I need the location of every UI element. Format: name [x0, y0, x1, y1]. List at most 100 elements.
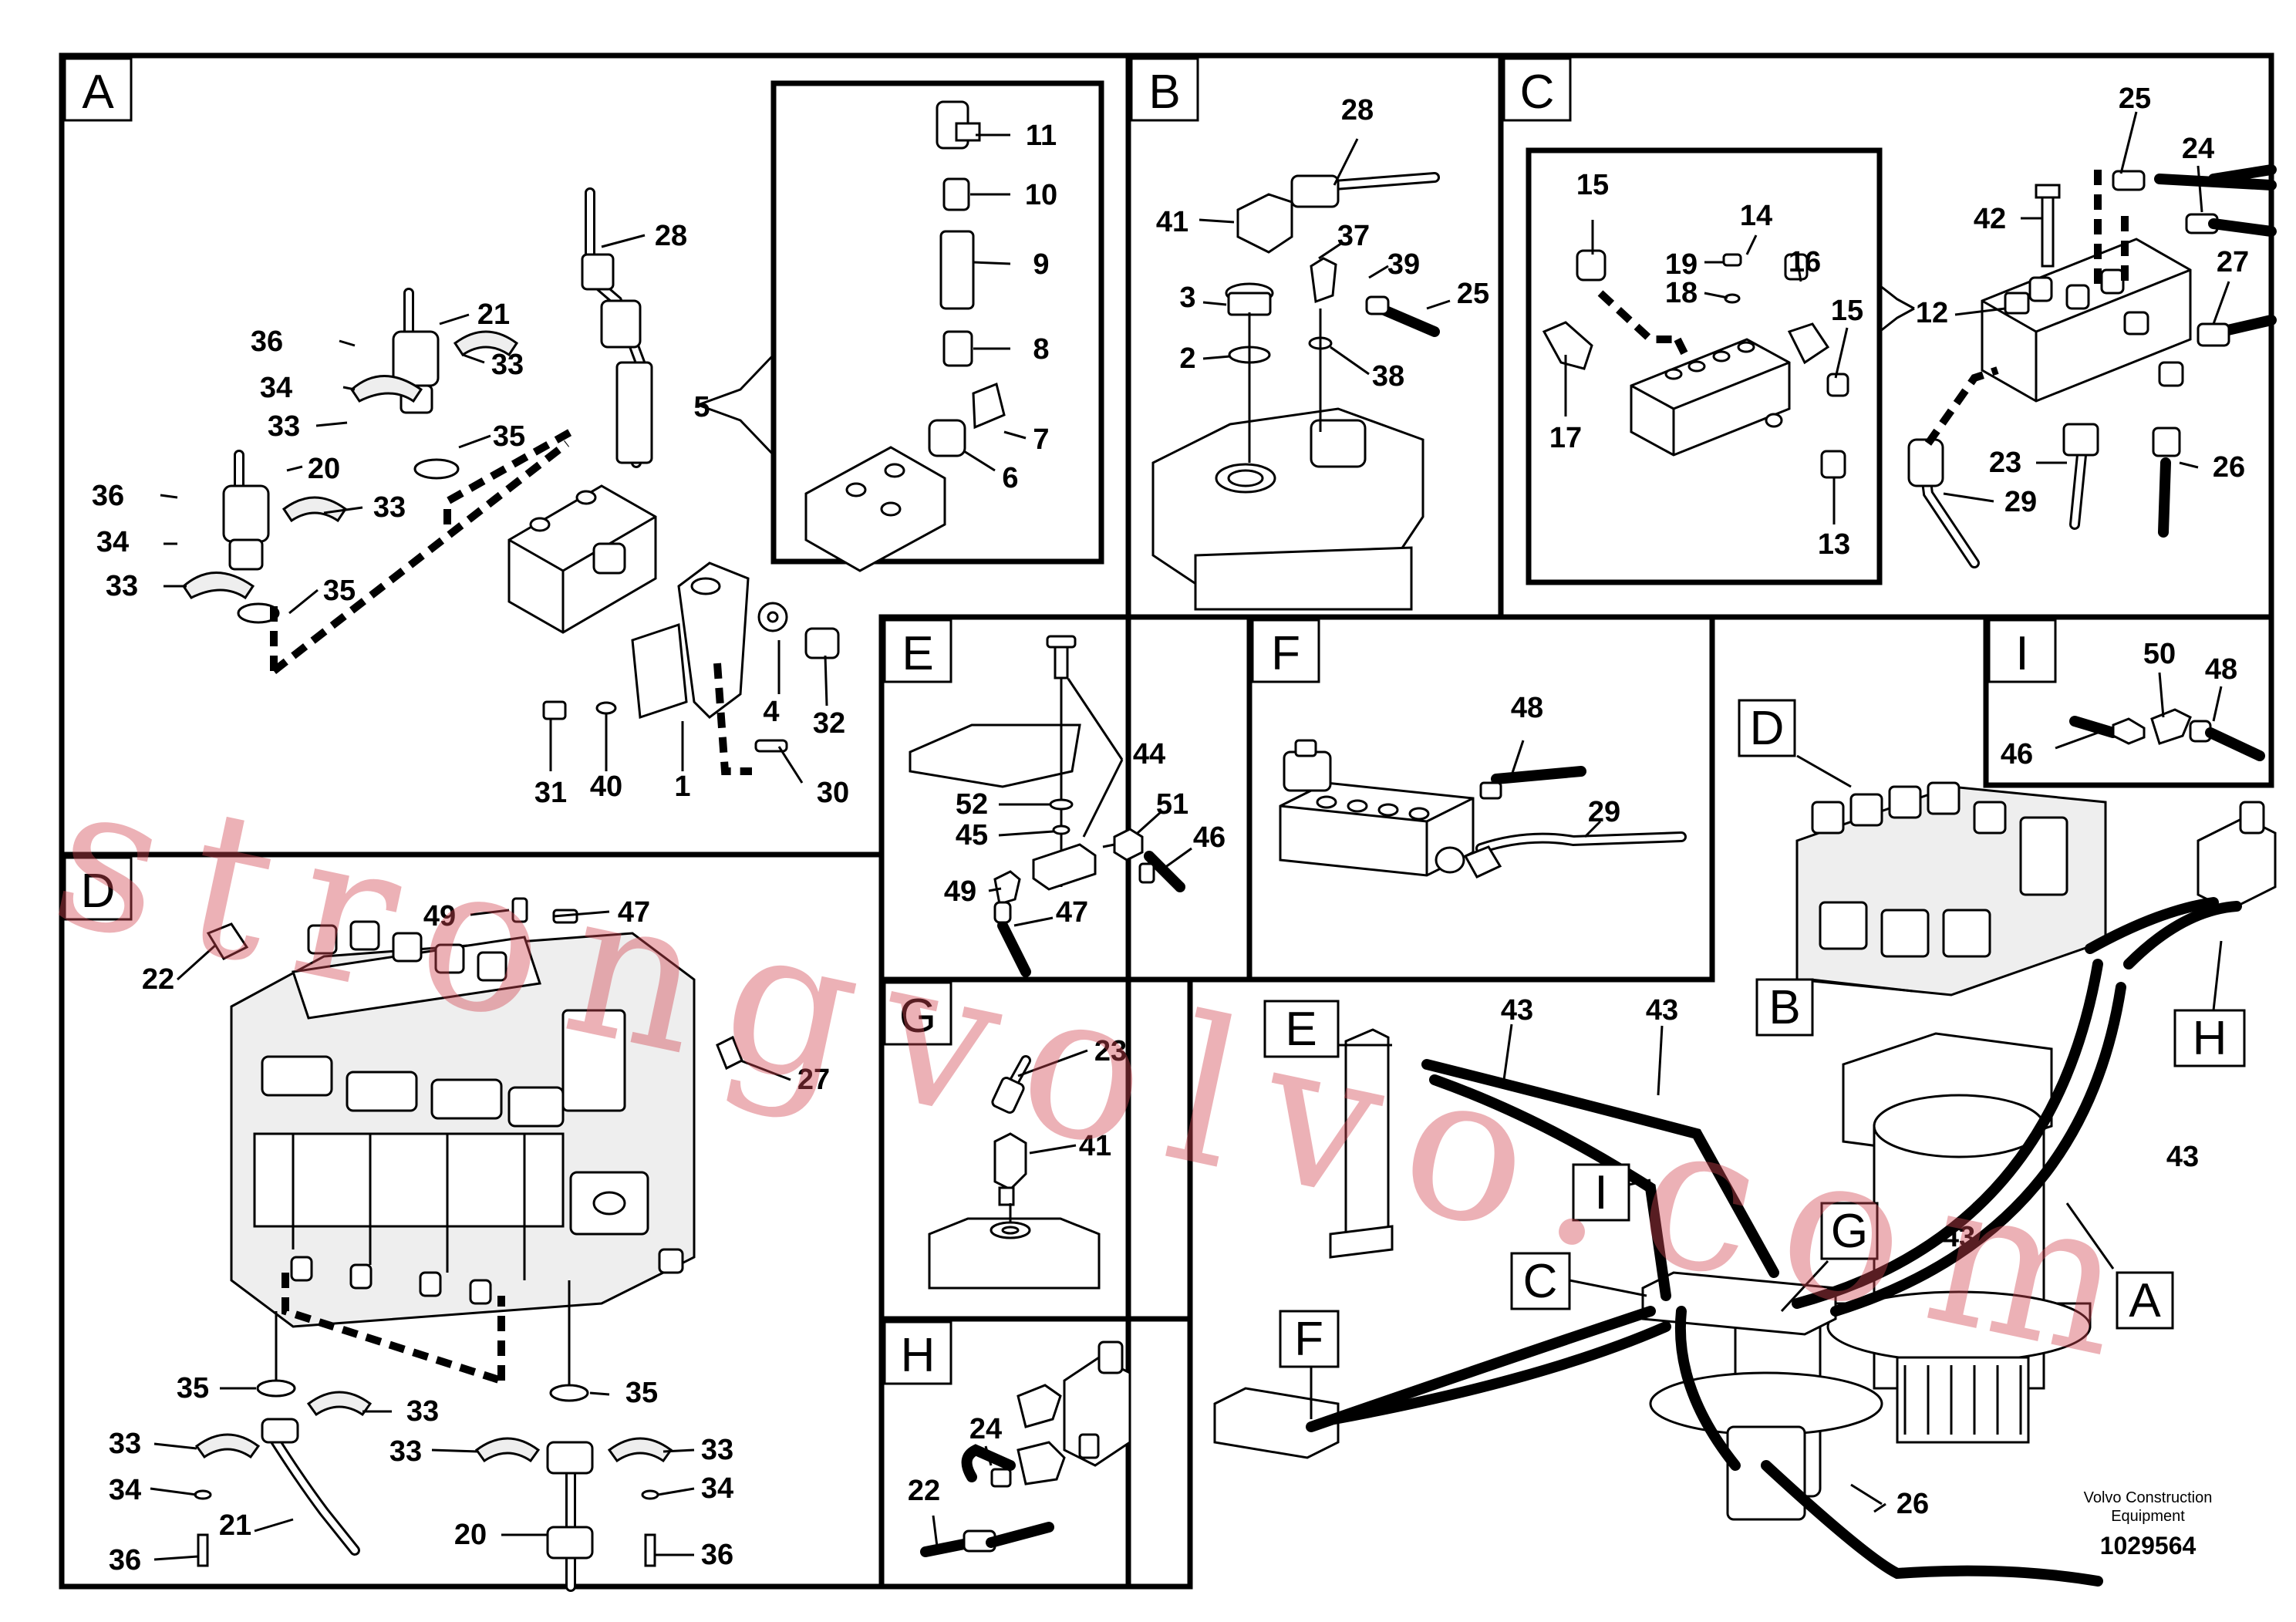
part-number: 1: [674, 771, 690, 803]
part-number: 22: [142, 963, 174, 996]
svg-text:D: D: [81, 865, 116, 918]
panel-c-labels: 25 24 42 27 12 23 26 29 15 14 19 16 18 1…: [1549, 83, 2249, 561]
part-number: 18: [1665, 277, 1698, 309]
section-label-d: D: [63, 856, 133, 921]
callout-e: E: [1263, 1000, 1340, 1058]
part-number: 41: [1079, 1130, 1111, 1162]
part-number: 33: [109, 1428, 141, 1460]
part-number: 39: [1387, 248, 1420, 281]
part-number: 25: [2119, 83, 2151, 115]
panel-i-labels: 50 48 46: [2001, 638, 2237, 771]
part-number: 19: [1665, 248, 1698, 281]
part-number: 52: [956, 788, 988, 821]
part-number: 8: [1033, 333, 1049, 366]
part-number: 43: [1501, 994, 1533, 1027]
part-number: 33: [268, 410, 300, 443]
callout-g: G: [1820, 1202, 1879, 1260]
svg-text:F: F: [1271, 627, 1300, 680]
svg-text:I: I: [2015, 627, 2028, 680]
overview-callouts: D B H E I G C A F: [1263, 699, 2246, 1368]
part-number: 34: [701, 1472, 733, 1505]
part-number: 31: [534, 777, 567, 809]
footer: Volvo Construction Equipment 1029564: [2084, 1489, 2213, 1560]
part-number: 48: [1511, 692, 1543, 724]
section-a-text: A: [82, 66, 114, 119]
panel-i-drawing: [2055, 672, 2265, 761]
part-number: 14: [1740, 200, 1772, 232]
part-number: 47: [1056, 896, 1088, 929]
part-number: 35: [323, 575, 356, 607]
panel-f-labels: 48 29: [1511, 692, 1620, 828]
svg-text:H: H: [2193, 1012, 2227, 1065]
part-number: 7: [1033, 423, 1049, 456]
part-number: 10: [1025, 179, 1057, 211]
panel-f-drawing: [1279, 739, 1687, 878]
svg-text:E: E: [902, 627, 933, 680]
part-number: 49: [423, 900, 456, 932]
callout-h: H: [2173, 1009, 2246, 1067]
part-number: 33: [701, 1434, 733, 1466]
part-number: 3: [1179, 282, 1195, 314]
svg-text:H: H: [901, 1329, 936, 1382]
panel-a-drawing: [160, 80, 1104, 784]
svg-text:C: C: [1523, 1255, 1558, 1308]
part-number: 35: [177, 1372, 209, 1404]
part-number: 32: [813, 707, 845, 740]
part-number: 25: [1457, 278, 1489, 310]
section-label-b: B: [1130, 57, 1199, 122]
panel-e-labels: 44 52 51 45 46 49 47: [944, 738, 1226, 929]
part-number: 46: [1193, 821, 1226, 854]
svg-text:G: G: [899, 990, 936, 1043]
svg-text:C: C: [1520, 66, 1555, 119]
part-number: 15: [1831, 295, 1863, 327]
document-id: 1029564: [2100, 1532, 2197, 1560]
part-number: 23: [1094, 1035, 1127, 1067]
part-number: 51: [1156, 788, 1188, 821]
callout-b: B: [1755, 978, 1814, 1037]
section-label-i: I: [1988, 619, 2057, 683]
part-number: 35: [625, 1377, 658, 1409]
svg-text:B: B: [1148, 66, 1180, 119]
panel-frames: [59, 52, 2274, 1590]
callout-i: I: [1572, 1163, 1630, 1222]
part-number: 49: [944, 875, 976, 908]
panel-g-drawing: [928, 1049, 1101, 1290]
panel-h-drawing: [920, 1340, 1131, 1557]
part-number: 21: [477, 298, 510, 331]
part-number: 24: [2182, 133, 2214, 165]
svg-text:A: A: [2129, 1274, 2161, 1327]
part-number: 47: [618, 896, 650, 929]
panel-c-drawing: [1526, 111, 2277, 585]
part-number: 34: [260, 372, 292, 404]
section-label-c: C: [1502, 57, 1572, 122]
part-number: 50: [2143, 638, 2176, 670]
section-label-a: A: [63, 57, 133, 122]
part-number: 27: [2217, 246, 2249, 278]
part-number: 37: [1337, 220, 1370, 252]
part-number: 5: [693, 391, 710, 423]
part-number: 42: [1974, 203, 2006, 235]
part-number: 36: [109, 1544, 141, 1576]
part-number: 21: [219, 1509, 251, 1542]
callout-a: A: [2116, 1271, 2174, 1330]
panel-b-drawing: [1151, 138, 1451, 611]
part-number: 34: [96, 526, 129, 558]
part-number: 13: [1818, 528, 1850, 561]
part-number: 11: [1026, 120, 1057, 152]
overview-labels: 43 43 43 43 26: [1501, 994, 2199, 1520]
part-number: 40: [590, 771, 622, 803]
section-label-h: H: [883, 1320, 952, 1385]
section-labels: A B C D E F G H I: [63, 57, 2057, 1385]
part-number: 6: [1002, 462, 1018, 494]
part-number: 35: [493, 420, 525, 453]
section-label-g: G: [883, 981, 952, 1046]
part-number: 12: [1916, 297, 1948, 329]
part-number: 20: [308, 453, 340, 485]
part-number: 34: [109, 1474, 141, 1506]
part-number: 43: [1943, 1221, 1975, 1253]
part-number: 22: [908, 1475, 940, 1507]
part-number: 29: [2004, 486, 2037, 518]
part-number: 27: [797, 1064, 830, 1096]
callout-d: D: [1738, 699, 1796, 757]
part-number: 23: [1989, 447, 2021, 479]
